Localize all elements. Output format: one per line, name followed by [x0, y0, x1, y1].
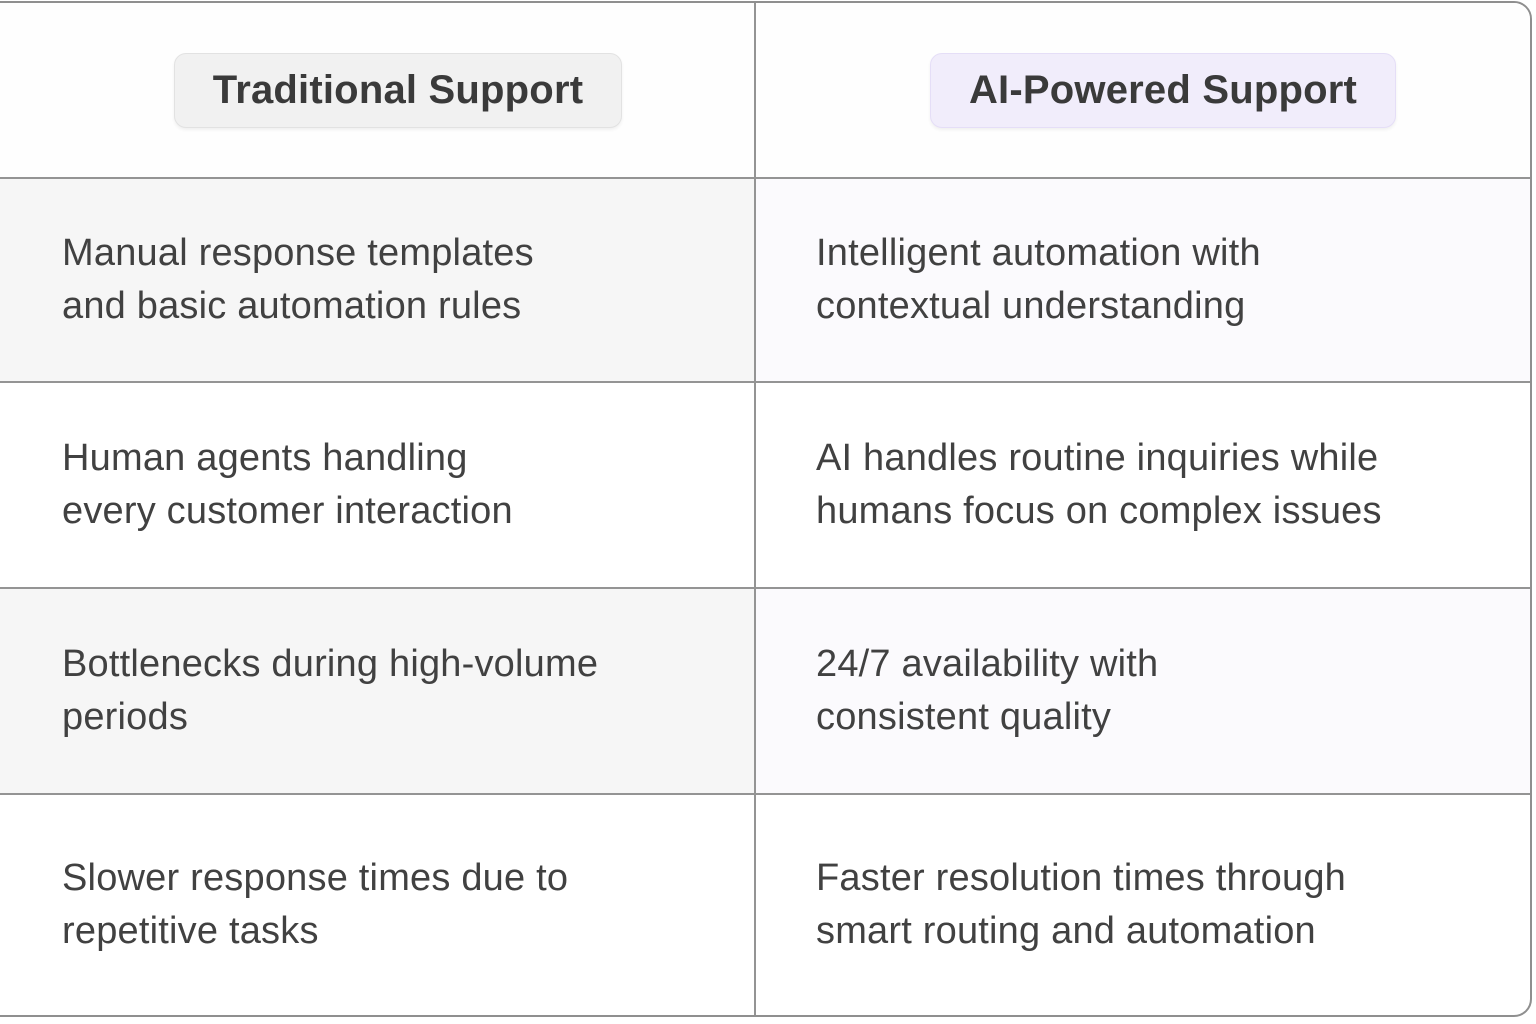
- row-4-ai-text: Faster resolution times through smart ro…: [816, 857, 1346, 952]
- table-row-3-traditional-cell: Bottlenecks during high-volume periods: [0, 587, 756, 793]
- table-row-2-ai-cell: AI handles routine inquiries while human…: [756, 381, 1530, 587]
- table-row-4-traditional-cell: Slower response times due to repetitive …: [0, 793, 756, 1015]
- ai-powered-support-badge: AI-Powered Support: [929, 52, 1397, 128]
- traditional-support-badge: Traditional Support: [173, 52, 623, 128]
- row-2-traditional-text: Human agents handling every customer int…: [62, 437, 513, 532]
- row-1-traditional-text: Manual response templates and basic auto…: [62, 232, 534, 327]
- table-row-2-traditional-cell: Human agents handling every customer int…: [0, 381, 756, 587]
- row-3-ai-text: 24/7 availability with consistent qualit…: [816, 643, 1159, 738]
- table-row-4-ai-cell: Faster resolution times through smart ro…: [756, 793, 1530, 1015]
- row-1-ai-text: Intelligent automation with contextual u…: [816, 232, 1261, 327]
- header-cell-traditional: Traditional Support: [0, 3, 756, 177]
- row-2-ai-text: AI handles routine inquiries while human…: [816, 437, 1382, 532]
- row-4-traditional-text: Slower response times due to repetitive …: [62, 857, 569, 952]
- table-row-1-ai-cell: Intelligent automation with contextual u…: [756, 177, 1530, 381]
- table-row-3-ai-cell: 24/7 availability with consistent qualit…: [756, 587, 1530, 793]
- header-cell-ai: AI-Powered Support: [756, 3, 1530, 177]
- table-row-1-traditional-cell: Manual response templates and basic auto…: [0, 177, 756, 381]
- row-3-traditional-text: Bottlenecks during high-volume periods: [62, 643, 599, 738]
